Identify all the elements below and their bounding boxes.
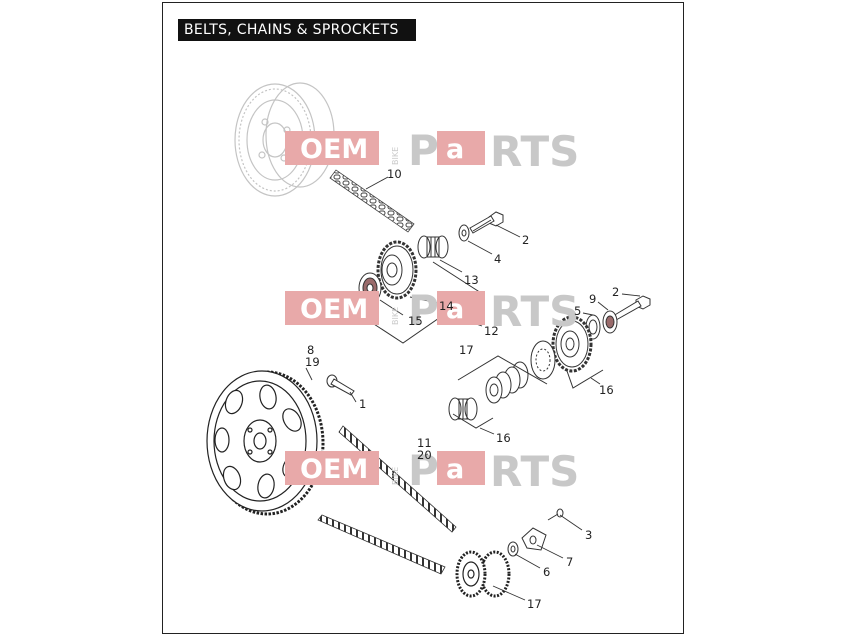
bracket-16-lower: [452, 413, 494, 429]
callout-5: 5: [574, 304, 581, 318]
callout-17-lower: 17: [527, 597, 542, 611]
watermark-row-3: OEM BIKE P a RTS: [285, 446, 579, 496]
bracket-16-upper: [566, 369, 604, 389]
watermark-row-2: OEM BIKE P a RTS: [285, 286, 579, 336]
watermark-rts-text: RTS: [490, 287, 579, 336]
watermark-row-1: OEM BIKE P a RTS: [285, 126, 579, 176]
watermark-bike-text: BIKE: [391, 307, 400, 325]
washer-6: [507, 541, 519, 557]
callout-14: 14: [439, 299, 454, 313]
pulley-bolt-1: [326, 374, 355, 396]
spring-washers-17: [485, 361, 529, 404]
watermark-pa-text: a: [446, 454, 464, 485]
rear-belt-pulley: [206, 370, 325, 516]
callout-7: 7: [566, 555, 573, 569]
watermark-p-text: P: [408, 286, 439, 335]
washer-5: [585, 314, 601, 340]
callout-2-upper: 2: [522, 233, 529, 247]
callout-6: 6: [543, 565, 550, 579]
watermark-bike-text: BIKE: [391, 147, 400, 165]
callout-1: 1: [359, 397, 366, 411]
transmission-sprocket-14: [376, 240, 418, 300]
watermark-pa-text: a: [446, 294, 464, 325]
callout-2-right: 2: [612, 285, 619, 299]
watermark-a-box: [437, 131, 485, 165]
watermark-oem-box: [285, 131, 379, 165]
drive-chain: [329, 169, 415, 233]
watermark-pa-text: a: [446, 134, 464, 165]
watermark-p-text: P: [408, 446, 439, 495]
callout-11: 11: [417, 436, 432, 450]
callout-labels: 10 2 4 13 14 15 12 5 9 2 8 19 17 1 16 16…: [305, 167, 619, 611]
watermark-bike-text: BIKE: [391, 467, 400, 485]
watermark-rts-text: RTS: [490, 127, 579, 176]
bolt-2-right: [612, 295, 651, 321]
washer-9: [602, 310, 618, 334]
callout-3: 3: [585, 528, 592, 542]
sprocket-bolt-upper: [469, 211, 504, 234]
screw-3: [547, 508, 564, 521]
page-title: BELTS, CHAINS & SPROCKETS: [178, 19, 416, 41]
callout-10: 10: [387, 167, 402, 181]
leader-lines: [305, 176, 641, 601]
callout-12: 12: [484, 324, 499, 338]
front-pulley-17: [455, 550, 511, 598]
watermark-oem-text: OEM: [300, 454, 368, 485]
lockplate-7: [521, 527, 547, 551]
callout-4: 4: [494, 252, 501, 266]
spacer-13: [417, 235, 449, 259]
callout-15: 15: [408, 314, 423, 328]
callout-19: 19: [305, 355, 320, 369]
watermark-p-text: P: [408, 126, 439, 175]
bracket-17: [457, 355, 548, 385]
watermark-rts-text: RTS: [490, 447, 579, 496]
watermark-oem-text: OEM: [300, 134, 368, 165]
callout-8: 8: [307, 343, 314, 357]
callout-9: 9: [589, 292, 596, 306]
callout-16-right: 16: [599, 383, 614, 397]
sprocket-hub: [530, 340, 556, 380]
callout-20: 20: [417, 448, 432, 462]
callout-17-upper: 17: [459, 343, 474, 357]
callout-16-lower: 16: [496, 431, 511, 445]
callout-13: 13: [464, 273, 479, 287]
washer-4: [458, 224, 470, 242]
watermark-oem-text: OEM: [300, 294, 368, 325]
spacer-16-lower: [448, 397, 478, 421]
compensating-sprocket-16: [551, 315, 593, 373]
